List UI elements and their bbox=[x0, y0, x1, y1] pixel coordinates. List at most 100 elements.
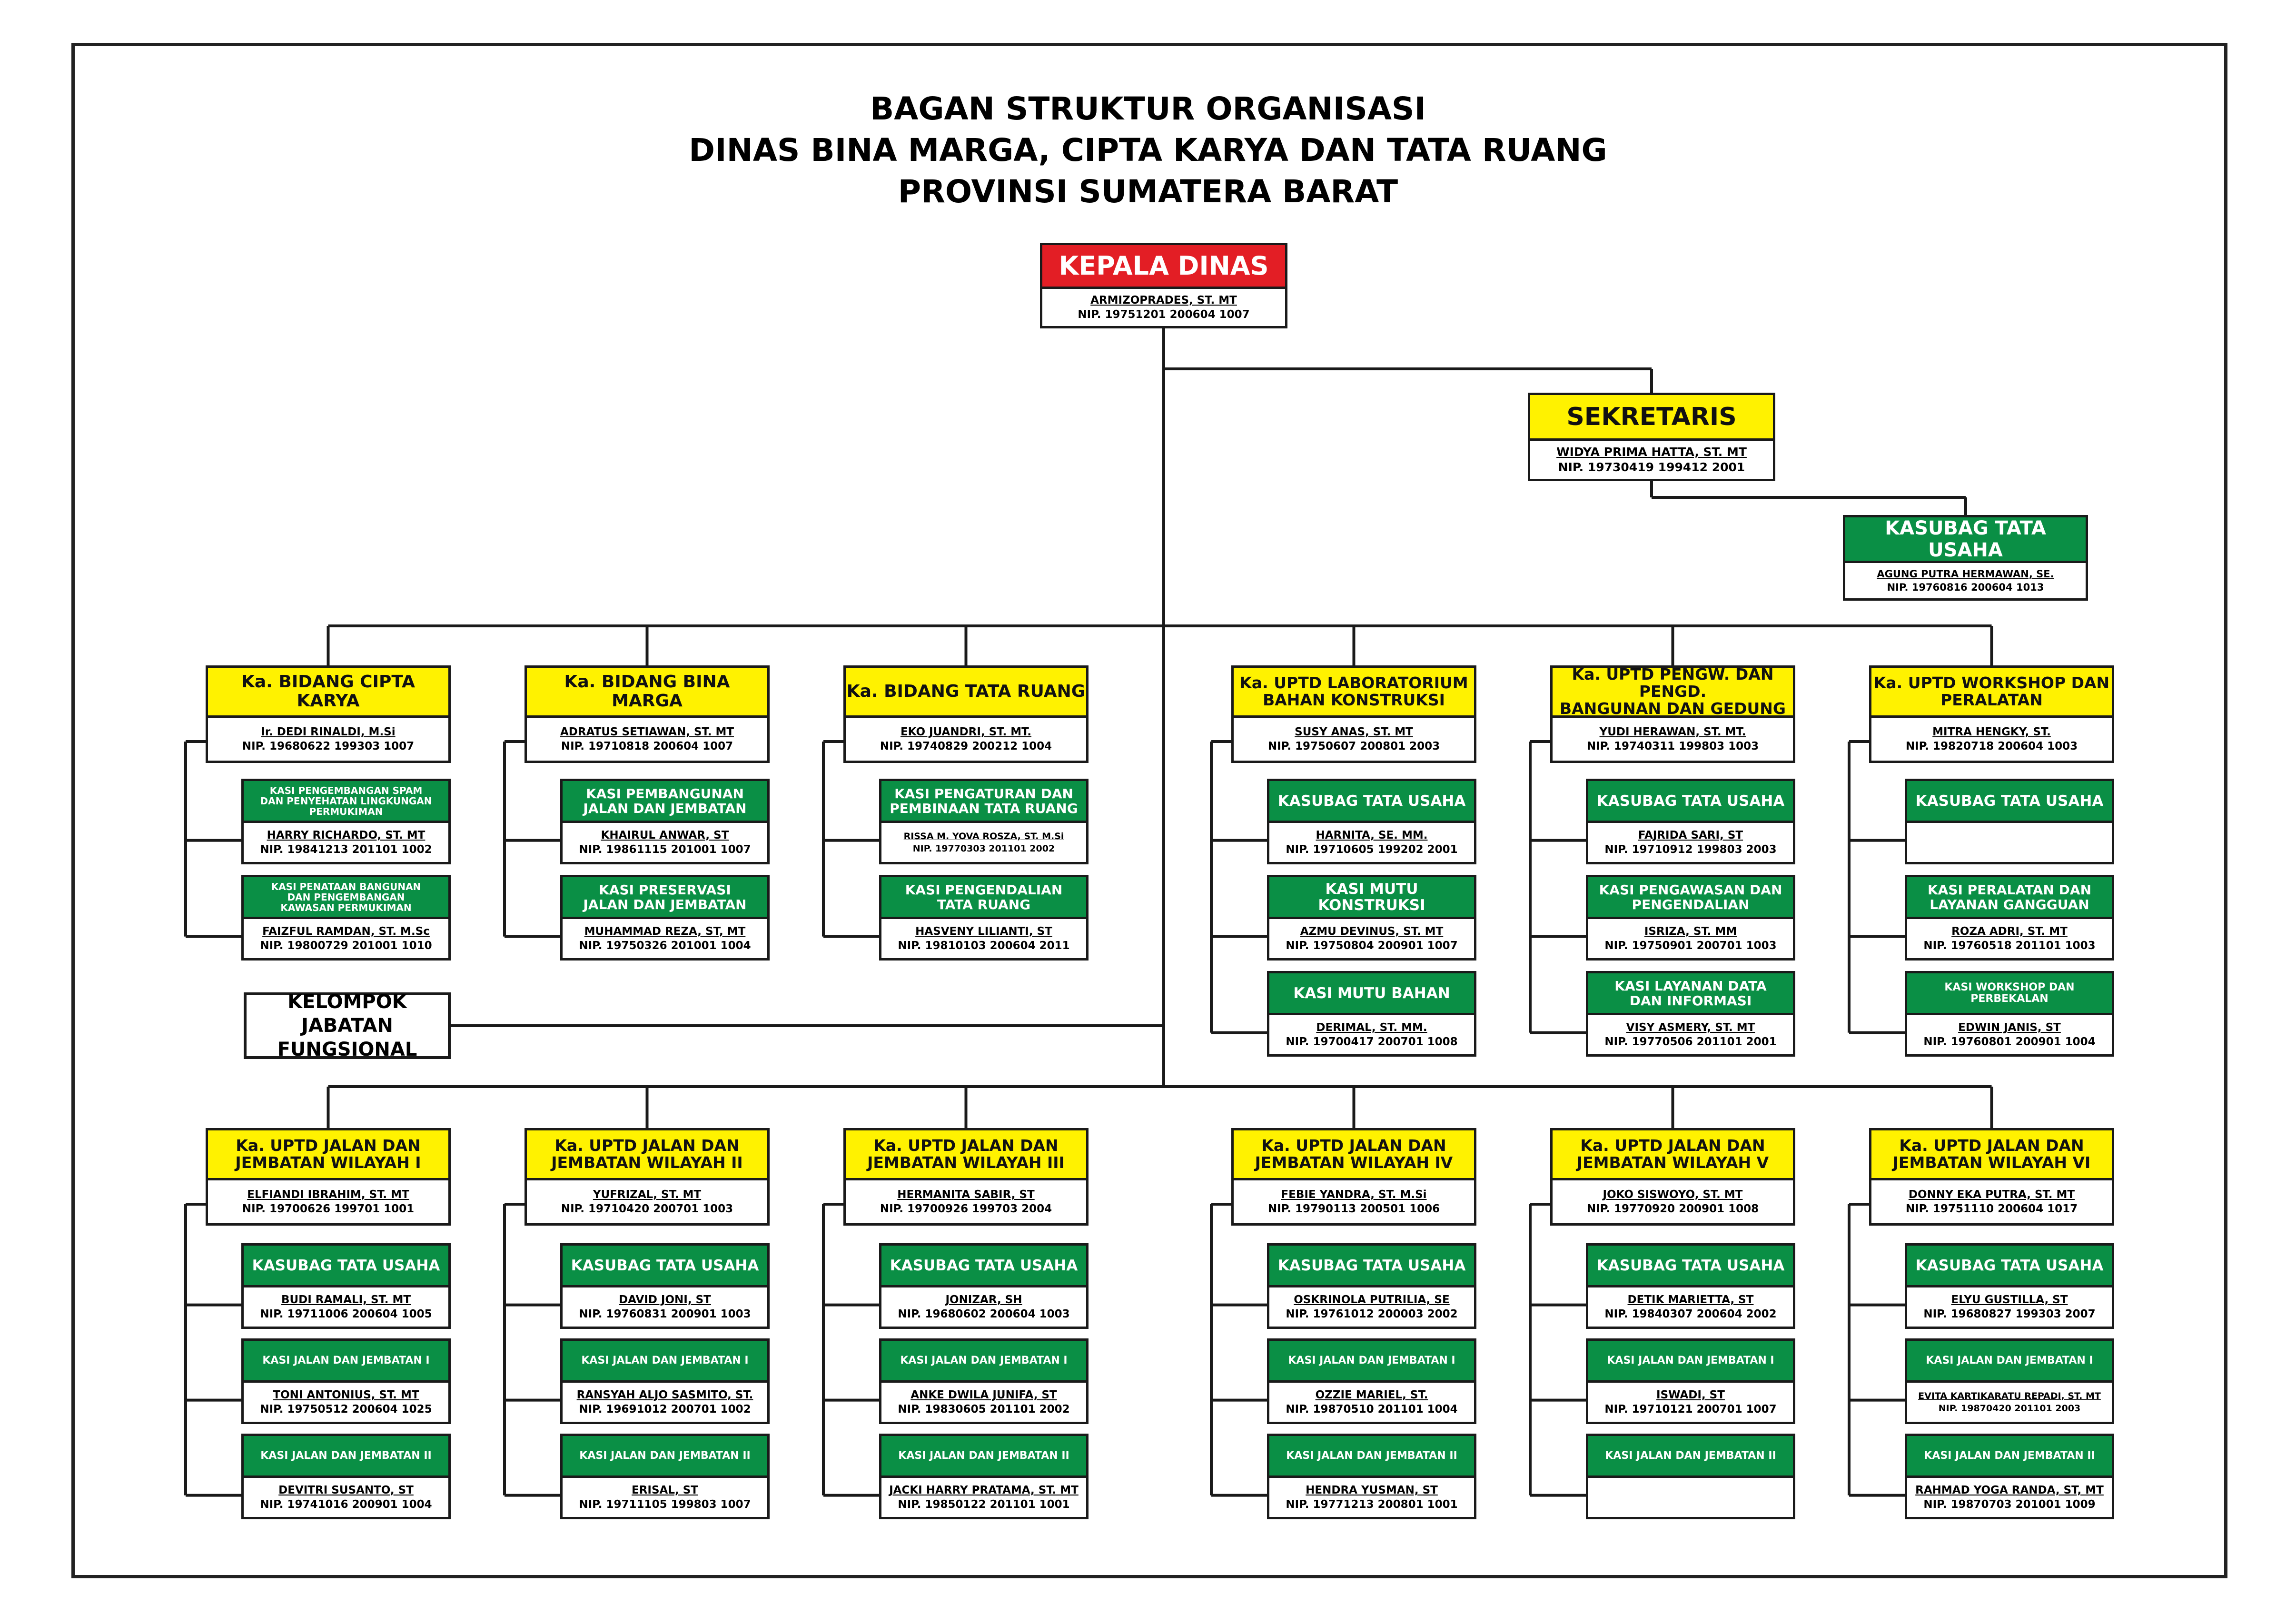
unit-1-sub-2-name: FAIZFUL RAMDAN, ST. M.Sc bbox=[262, 925, 430, 938]
unit-3-sub-1-name: RISSA M. YOVA ROSZA, ST. M.Si bbox=[903, 831, 1064, 842]
unit-5-sub-2-title-line: PENGENDALIAN bbox=[1632, 896, 1750, 912]
unit-3-sub-1-nip: NIP. 19770303 201101 2002 bbox=[912, 843, 1055, 854]
unit-7-head-title-line: JEMBATAN WILAYAH I bbox=[235, 1153, 421, 1172]
unit-10-sub-2-title: KASI JALAN DAN JEMBATAN I bbox=[1269, 1341, 1474, 1383]
unit-10-head-title-line: JEMBATAN WILAYAH IV bbox=[1255, 1153, 1453, 1172]
unit-4-sub-3-title-line: KASI MUTU BAHAN bbox=[1293, 984, 1450, 1002]
unit-6-sub-1-title: KASUBAG TATA USAHA bbox=[1907, 781, 2112, 823]
unit-6-sub-2-title-line: KASI PERALATAN DAN bbox=[1927, 881, 2092, 898]
unit-9-sub-1-title: KASUBAG TATA USAHA bbox=[881, 1246, 1086, 1287]
unit-5-head-nip: NIP. 19740311 199803 1003 bbox=[1586, 740, 1759, 753]
unit-7-head-nip: NIP. 19700626 199701 1001 bbox=[242, 1203, 415, 1215]
unit-9-sub-2-title-line: KASI JALAN DAN JEMBATAN I bbox=[900, 1354, 1068, 1367]
unit-6-head-title-line: PERALATAN bbox=[1940, 691, 2043, 709]
unit-2-sub-2-title-line: JALAN DAN JEMBATAN bbox=[583, 896, 747, 912]
unit-6-sub-2-title-line: LAYANAN GANGGUAN bbox=[1930, 896, 2089, 912]
unit-1-sub-2-title-line: KASI PENATAAN BANGUNAN bbox=[271, 881, 421, 892]
unit-2-sub-1-title-line: JALAN DAN JEMBATAN bbox=[583, 800, 747, 816]
unit-5-sub-1-title-line: KASUBAG TATA USAHA bbox=[1596, 792, 1785, 810]
unit-9-sub-3-title-line: KASI JALAN DAN JEMBATAN II bbox=[898, 1449, 1069, 1462]
unit-5-head-box: Ka. UPTD PENGW. DAN PENGD.BANGUNAN DAN G… bbox=[1550, 665, 1795, 763]
unit-9-head-name: HERMANITA SABIR, ST bbox=[897, 1188, 1035, 1201]
page-frame bbox=[71, 43, 2227, 1578]
unit-2-head-nip: NIP. 19710818 200604 1007 bbox=[561, 740, 733, 753]
chart-title-line-1: BAGAN STRUKTUR ORGANISASI bbox=[870, 90, 1426, 127]
unit-12-sub-1-title: KASUBAG TATA USAHA bbox=[1907, 1246, 2112, 1287]
sekretaris-box: SEKRETARIS WIDYA PRIMA HATTA, ST. MT NIP… bbox=[1528, 393, 1775, 481]
unit-11-head-title-line: JEMBATAN WILAYAH V bbox=[1576, 1153, 1769, 1172]
unit-4-sub-1-nip: NIP. 19710605 199202 2001 bbox=[1286, 843, 1458, 856]
unit-10-sub-2-title-line: KASI JALAN DAN JEMBATAN I bbox=[1288, 1354, 1455, 1367]
unit-3-head-name: EKO JUANDRI, ST. MT. bbox=[900, 726, 1032, 738]
sekretaris-title: SEKRETARIS bbox=[1530, 395, 1773, 441]
unit-2-sub-2-nip: NIP. 19750326 201001 1004 bbox=[579, 940, 751, 952]
unit-3-sub-2-title-line: KASI PENGENDALIAN bbox=[905, 881, 1063, 898]
unit-5-sub-2-title-line: KASI PENGAWASAN DAN bbox=[1599, 881, 1782, 898]
unit-2-sub-2-name: MUHAMMAD REZA, ST, MT bbox=[584, 925, 746, 938]
unit-12-sub-2-nip: NIP. 19870420 201101 2003 bbox=[1938, 1403, 2081, 1414]
unit-8-sub-3-title: KASI JALAN DAN JEMBATAN II bbox=[563, 1436, 767, 1478]
unit-7-head-title-line: Ka. UPTD JALAN DAN bbox=[236, 1136, 421, 1155]
unit-9-sub-3-title: KASI JALAN DAN JEMBATAN II bbox=[881, 1436, 1086, 1478]
unit-6-sub-2-nip: NIP. 19760518 201101 1003 bbox=[1923, 940, 2096, 952]
unit-5-sub-3-title-line: DAN INFORMASI bbox=[1629, 992, 1752, 1009]
unit-12-sub-2-title-line: KASI JALAN DAN JEMBATAN I bbox=[1926, 1354, 2093, 1367]
unit-5-head-title-line: BANGUNAN DAN GEDUNG bbox=[1559, 699, 1786, 718]
unit-3-sub-2-title-line: TATA RUANG bbox=[937, 896, 1031, 912]
unit-6-sub-3-nip: NIP. 19760801 200901 1004 bbox=[1923, 1036, 2096, 1048]
unit-3-head-title: Ka. BIDANG TATA RUANG bbox=[846, 668, 1086, 718]
unit-12-sub-1-nip: NIP. 19680827 199303 2007 bbox=[1923, 1308, 2096, 1320]
unit-8-head-title-line: Ka. UPTD JALAN DAN bbox=[554, 1136, 740, 1155]
unit-8-sub-1-nip: NIP. 19760831 200901 1003 bbox=[579, 1308, 751, 1320]
unit-11-sub-3-title: KASI JALAN DAN JEMBATAN II bbox=[1588, 1436, 1793, 1478]
unit-6-sub-3-title: KASI WORKSHOP DAN PERBEKALAN bbox=[1907, 973, 2112, 1015]
kasubag-tata-usaha-title: KASUBAG TATA USAHA bbox=[1845, 517, 2086, 563]
unit-5-head-name: YUDI HERAWAN, ST. MT. bbox=[1599, 726, 1746, 738]
unit-4-sub-1-name: HARNITA, SE. MM. bbox=[1316, 829, 1428, 842]
unit-4-sub-1-title: KASUBAG TATA USAHA bbox=[1269, 781, 1474, 823]
unit-7-sub-3-nip: NIP. 19741016 200901 1004 bbox=[260, 1498, 432, 1511]
unit-8-sub-1-title-line: KASUBAG TATA USAHA bbox=[571, 1257, 759, 1274]
fungsional-line-2: FUNGSIONAL bbox=[277, 1039, 417, 1060]
unit-11-sub-2-title: KASI JALAN DAN JEMBATAN I bbox=[1588, 1341, 1793, 1383]
unit-2-head-title: Ka. BIDANG BINA MARGA bbox=[527, 668, 767, 718]
unit-1-sub-1-title-line: KASI PENGEMBANGAN SPAM bbox=[269, 784, 423, 796]
unit-4-sub-2-title-line: KASI MUTU KONSTRUKSI bbox=[1318, 880, 1425, 914]
kasubag-tata-usaha-box: KASUBAG TATA USAHA AGUNG PUTRA HERMAWAN,… bbox=[1843, 515, 2088, 601]
unit-8-sub-3-name: ERISAL, ST bbox=[632, 1484, 698, 1496]
unit-6-sub-3-title-line: KASI WORKSHOP DAN PERBEKALAN bbox=[1944, 981, 2075, 1005]
unit-5-head-title-line: Ka. UPTD PENGW. DAN PENGD. bbox=[1572, 665, 1774, 701]
unit-4-sub-1-box: KASUBAG TATA USAHA HARNITA, SE. MM.NIP. 1… bbox=[1267, 779, 1476, 864]
unit-10-sub-3-title-line: KASI JALAN DAN JEMBATAN II bbox=[1286, 1449, 1457, 1462]
unit-7-sub-1-nip: NIP. 19711006 200604 1005 bbox=[260, 1308, 432, 1320]
unit-4-sub-3-nip: NIP. 19700417 200701 1008 bbox=[1286, 1036, 1458, 1048]
unit-4-head-title-line: Ka. UPTD LABORATORIUM bbox=[1239, 673, 1468, 692]
unit-12-head-title-line: Ka. UPTD JALAN DAN bbox=[1899, 1136, 2084, 1155]
unit-3-head-nip: NIP. 19740829 200212 1004 bbox=[880, 740, 1052, 753]
unit-8-sub-1-title: KASUBAG TATA USAHA bbox=[563, 1246, 767, 1287]
